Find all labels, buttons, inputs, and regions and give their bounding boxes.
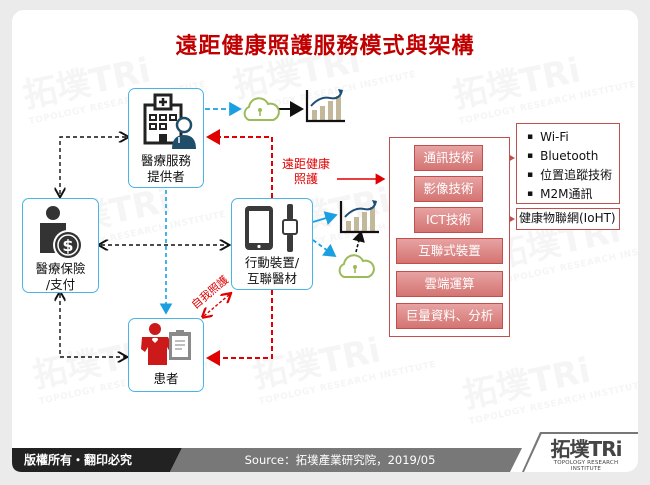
growth-chart-icon — [305, 89, 345, 123]
cloud-icon — [243, 97, 280, 121]
cloud-icon — [338, 254, 375, 278]
tech-item-communication[interactable]: 通訊技術 — [414, 145, 483, 171]
svg-text:$: $ — [62, 236, 73, 255]
source-text: Source：拓墣產業研究院，2019/05 — [244, 453, 436, 467]
growth-chart-icon — [339, 200, 379, 234]
hospital-doctor-icon — [143, 93, 196, 149]
patient-clipboard-icon — [141, 323, 191, 365]
footer-bar — [12, 432, 638, 472]
node-patient[interactable]: 患者 — [128, 318, 204, 392]
ioht-box: 健康物聯網(IoHT) — [516, 208, 620, 230]
tech-item-imaging[interactable]: 影像技術 — [414, 176, 483, 202]
logo-main: 拓墣TRi — [550, 437, 623, 461]
list-item: 位置追蹤技術 — [527, 166, 619, 185]
tech-item-ict[interactable]: ICT技術 — [414, 207, 483, 233]
node-label: 患者 — [153, 371, 179, 386]
node-label: 醫療服務 — [140, 153, 191, 168]
remote-care-label: 遠距健康 照護 — [281, 157, 330, 186]
tech-item-connected-devices[interactable]: 互聯式裝置 — [396, 238, 503, 264]
logo-sub: TOPOLOGY RESEARCH INSTITUTE — [553, 460, 619, 472]
tech-item-big-data[interactable]: 巨量資料、分析 — [396, 303, 503, 329]
list-item: M2M通訊 — [527, 185, 619, 204]
node-label: 互聯醫材 — [246, 271, 297, 286]
list-item: Wi-Fi — [527, 128, 619, 147]
diagram-title: 遠距健康照護服務模式與架構 — [175, 33, 475, 59]
person-dollar-icon: $ — [40, 206, 83, 260]
tech-item-cloud-computing[interactable]: 雲端運算 — [396, 271, 503, 297]
node-label: 行動裝置/ — [244, 255, 300, 270]
tablet-smartwatch-icon — [245, 204, 298, 252]
footer-logo: 拓墣TRi TOPOLOGY RESEARCH INSTITUTE — [538, 438, 634, 472]
node-healthcare-provider[interactable]: 醫療服務 提供者 — [128, 88, 204, 188]
node-label: 醫療保險 — [35, 261, 86, 276]
node-label: /支付 — [45, 277, 76, 292]
node-mobile-device[interactable]: 行動裝置/ 互聯醫材 — [231, 198, 313, 290]
node-label: 提供者 — [147, 169, 185, 184]
node-insurance-payment[interactable]: $ 醫療保險 /支付 — [22, 198, 99, 293]
communication-tech-list: Wi-Fi Bluetooth 位置追蹤技術 M2M通訊 — [516, 123, 620, 204]
copyright-text: 版權所有・翻印必究 — [24, 453, 133, 467]
list-item: Bluetooth — [527, 147, 619, 166]
